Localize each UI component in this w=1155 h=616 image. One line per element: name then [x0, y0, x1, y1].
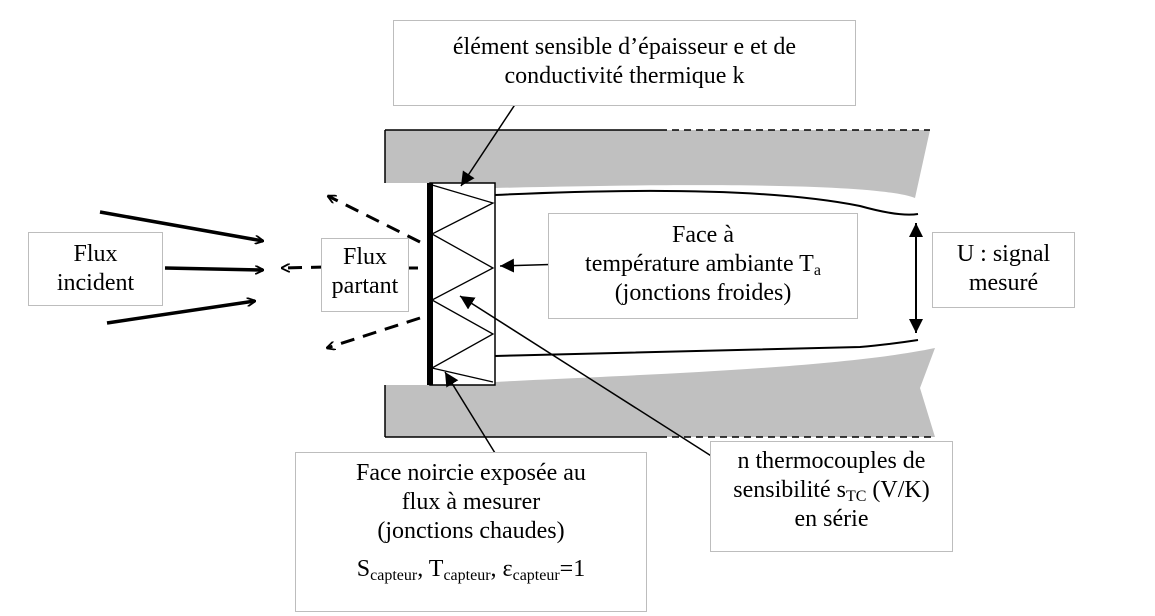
label-flux-partant: Flux partant — [321, 238, 409, 312]
outgoing-arrow-middle — [282, 267, 326, 268]
thermocouple-zigzag — [430, 184, 495, 383]
pointer-hot-junctions — [444, 371, 496, 454]
pointer-thermocouples — [459, 295, 728, 467]
label-face-ambiante: Face à température ambiante Ta (jonction… — [548, 213, 858, 319]
incident-arrow-top — [99, 210, 263, 241]
label-sensing-element: élément sensible d’épaisseur e et de con… — [393, 20, 856, 106]
outgoing-arrow-bottom — [327, 316, 421, 348]
incident-arrow-bottom — [106, 301, 255, 325]
outgoing-arrow-top — [328, 194, 421, 244]
pointer-element — [460, 99, 519, 187]
label-flux-incident: Flux incident — [28, 232, 163, 306]
cavity-outline — [494, 189, 919, 357]
incident-arrow-middle — [164, 268, 263, 270]
casing-bottom — [385, 348, 935, 437]
casing-top — [385, 130, 930, 198]
label-signal: U : signal mesuré — [932, 232, 1075, 308]
label-thermocouples: n thermocouples de sensibilité sTC (V/K)… — [710, 441, 953, 552]
blackened-face — [427, 183, 433, 385]
label-face-noircie: Face noircie exposée au flux à mesurer (… — [295, 452, 647, 612]
